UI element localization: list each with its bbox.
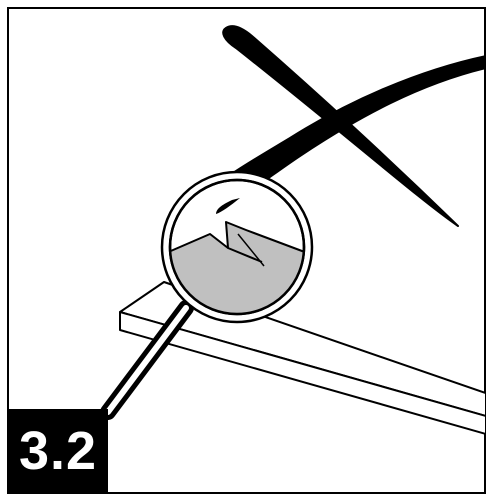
step-number: 3.2 <box>18 421 98 481</box>
cross-icon <box>218 25 485 227</box>
magnifying-glass-icon <box>100 170 314 420</box>
step-number-badge: 3.2 <box>8 409 108 493</box>
